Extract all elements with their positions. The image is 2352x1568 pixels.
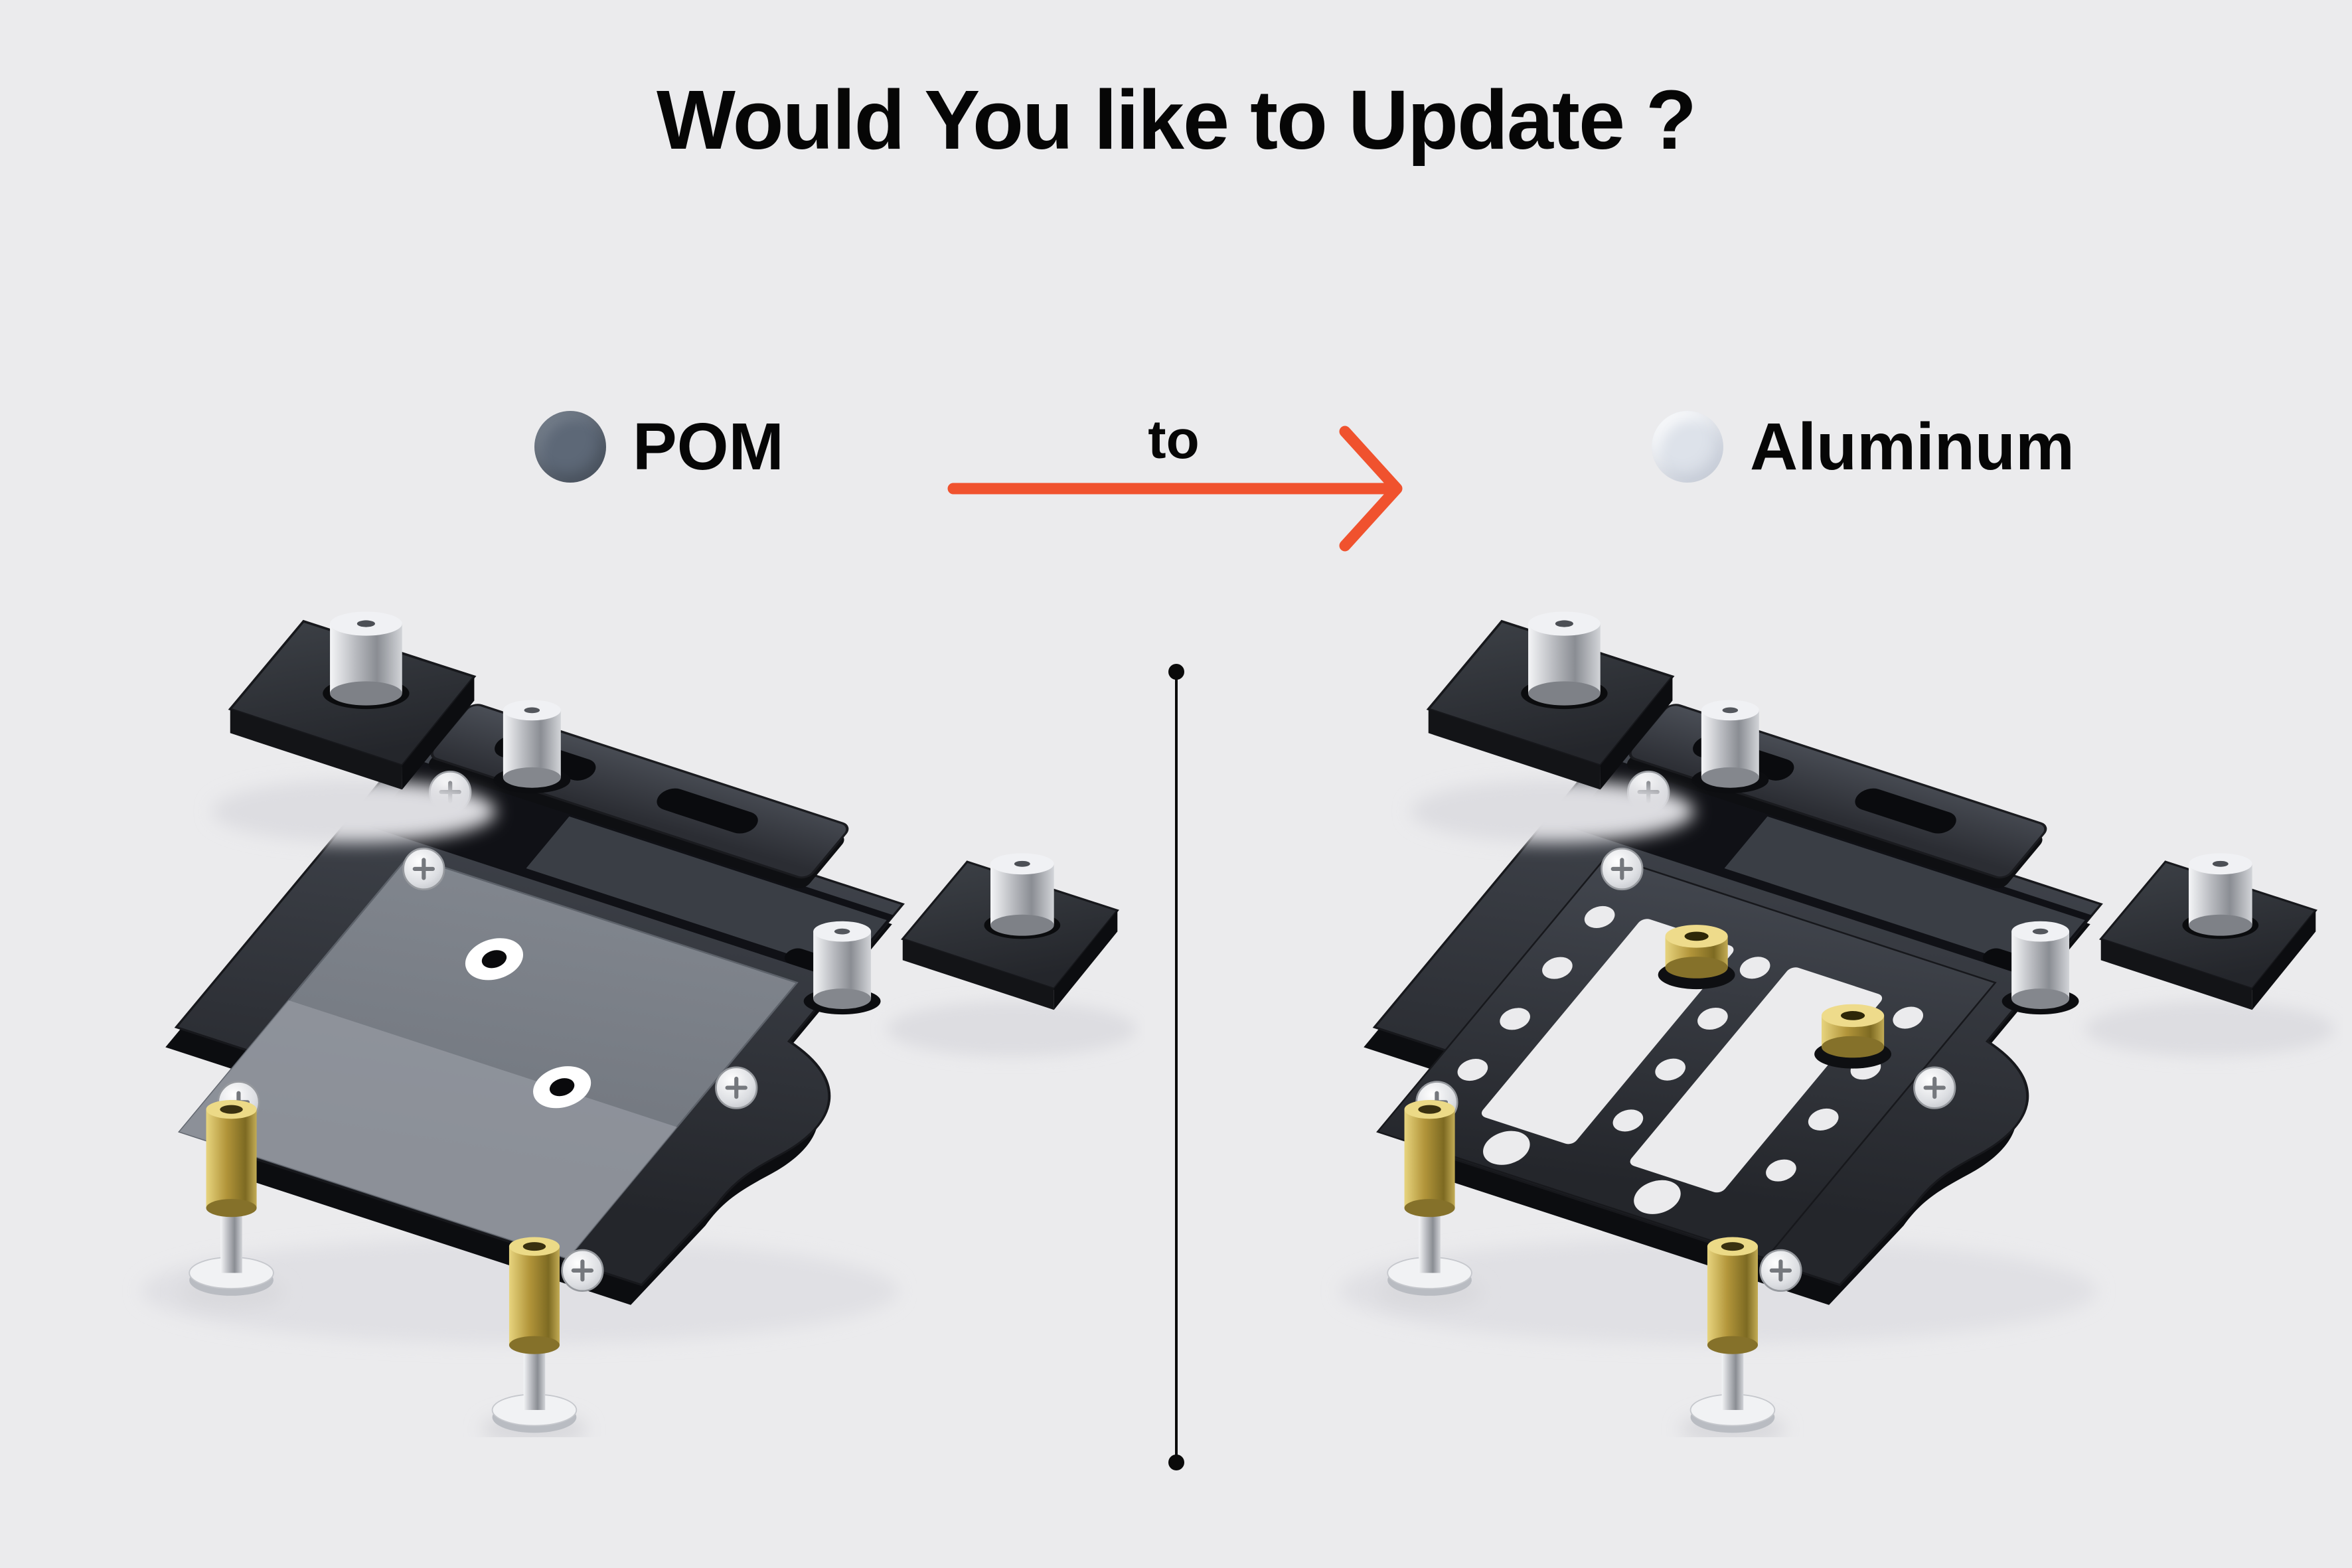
material-from-legend: POM	[534, 410, 784, 483]
plate-screw	[404, 848, 445, 890]
plate-screw	[1914, 1067, 1955, 1109]
material-to-legend: Aluminum	[1652, 410, 2075, 483]
steel-pin	[2001, 921, 2079, 1015]
page-title: Would You like to Update ?	[656, 73, 1697, 167]
aluminum-label: Aluminum	[1750, 410, 2075, 484]
pom-material-swatch	[534, 411, 606, 483]
divider-bottom-dot	[1168, 1454, 1184, 1470]
aluminum-bracket-render	[1261, 568, 2343, 1437]
pom-solid-panel	[178, 854, 799, 1260]
steel-pin	[1691, 700, 1769, 793]
steel-pin	[803, 921, 881, 1015]
plate-screw	[1761, 1250, 1802, 1291]
plate-screw	[1602, 848, 1643, 890]
divider-line	[1174, 672, 1178, 1462]
pom-label: POM	[633, 410, 784, 484]
pad-with-pin	[2085, 853, 2335, 1056]
steel-pin	[493, 700, 571, 793]
aluminum-material-swatch	[1652, 411, 1723, 483]
plate-screw	[716, 1067, 757, 1109]
pom-bracket-render	[63, 568, 1145, 1437]
to-label: to	[1148, 410, 1200, 470]
pad-with-pin	[887, 853, 1137, 1056]
brass-insert	[1814, 1004, 1892, 1069]
plate-screw	[562, 1250, 603, 1291]
right-arrow-icon	[947, 426, 1403, 552]
brass-insert	[1658, 925, 1735, 990]
